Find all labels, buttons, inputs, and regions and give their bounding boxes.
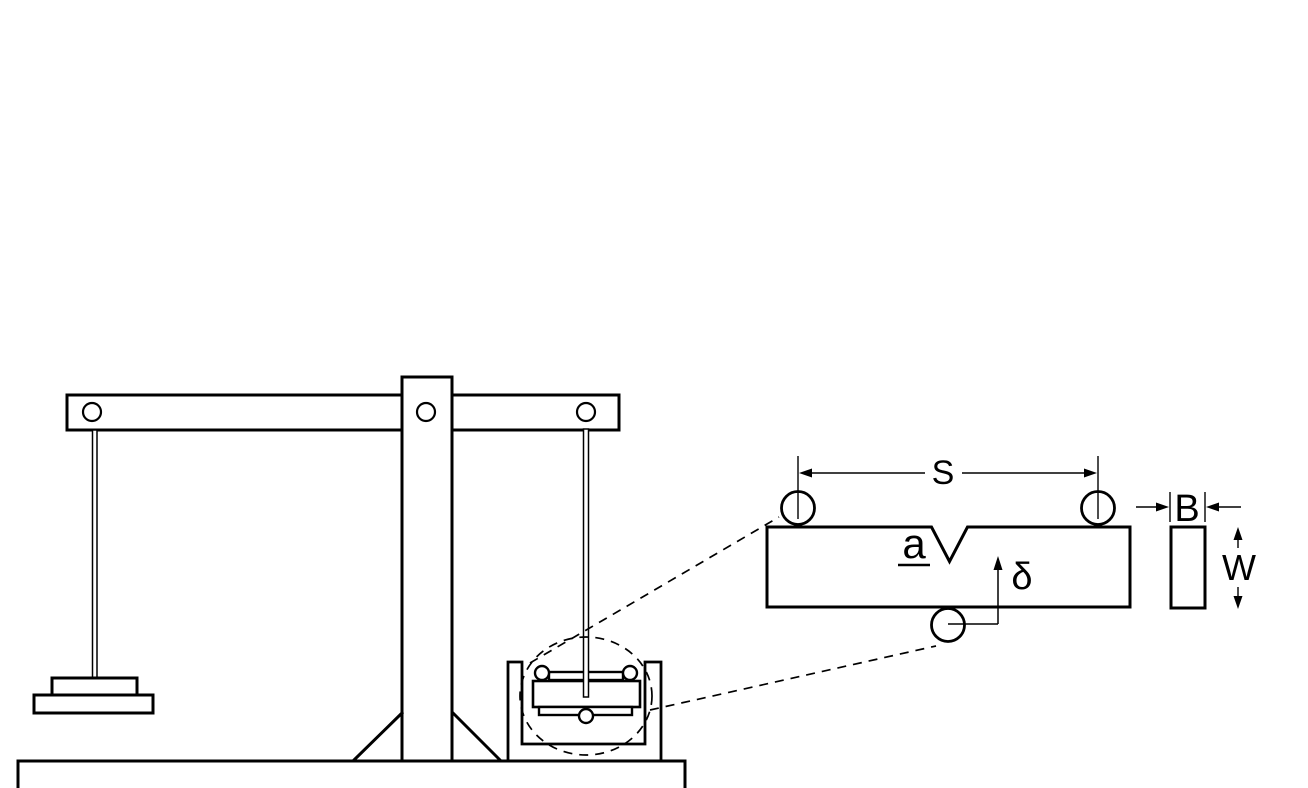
- load-roller-bottom: [930, 607, 966, 643]
- crack-length-label: a: [902, 520, 926, 567]
- fixture-roller-bottom: [577, 707, 595, 725]
- lever-apparatus: [32, 375, 621, 764]
- detail-leader-upper: [529, 516, 780, 664]
- width-arrow-up-icon: [1233, 527, 1243, 540]
- weight-plate-top: [50, 676, 139, 697]
- cross-section-rect: [1169, 525, 1207, 610]
- pivot-hole-center: [415, 401, 437, 423]
- displacement-label: δ: [1011, 556, 1032, 598]
- detail-leader-lower: [649, 645, 937, 711]
- thickness-arrow-left-icon: [1206, 502, 1219, 512]
- fixture-roller-right: [621, 664, 639, 682]
- lever-beam: [65, 393, 621, 432]
- thickness-label: B: [1174, 488, 1199, 530]
- weight-hanger-rod: [91, 429, 98, 679]
- pivot-hole-right: [575, 401, 597, 423]
- cross-section: B W: [1136, 488, 1256, 610]
- span-arrow-left-icon: [799, 468, 812, 478]
- bend-fixture: [506, 428, 663, 764]
- brace-left: [351, 710, 405, 763]
- width-dimension: [1233, 527, 1243, 609]
- detail-callout: [519, 516, 937, 756]
- width-label: W: [1222, 547, 1256, 588]
- displacement-dimension: [948, 556, 1003, 625]
- support-column: [400, 375, 454, 764]
- thickness-dimension: [1136, 492, 1241, 522]
- width-arrow-down-icon: [1233, 596, 1243, 609]
- detail-callout-circle: [519, 636, 653, 756]
- detail-view: S a δ: [765, 454, 1132, 643]
- thickness-arrow-right-icon: [1156, 502, 1169, 512]
- brace-right: [450, 710, 503, 763]
- base-plate: [16, 759, 687, 788]
- span-label: S: [932, 454, 955, 492]
- span-dimension: [797, 456, 1099, 519]
- weight-plate-bottom: [32, 693, 155, 715]
- specimen-with-notch: [765, 525, 1132, 609]
- displacement-arrow-up-icon: [993, 556, 1003, 570]
- pivot-hole-left: [81, 401, 103, 423]
- span-arrow-right-icon: [1084, 468, 1097, 478]
- fixture-roller-left: [533, 664, 551, 682]
- pull-rod: [582, 428, 590, 698]
